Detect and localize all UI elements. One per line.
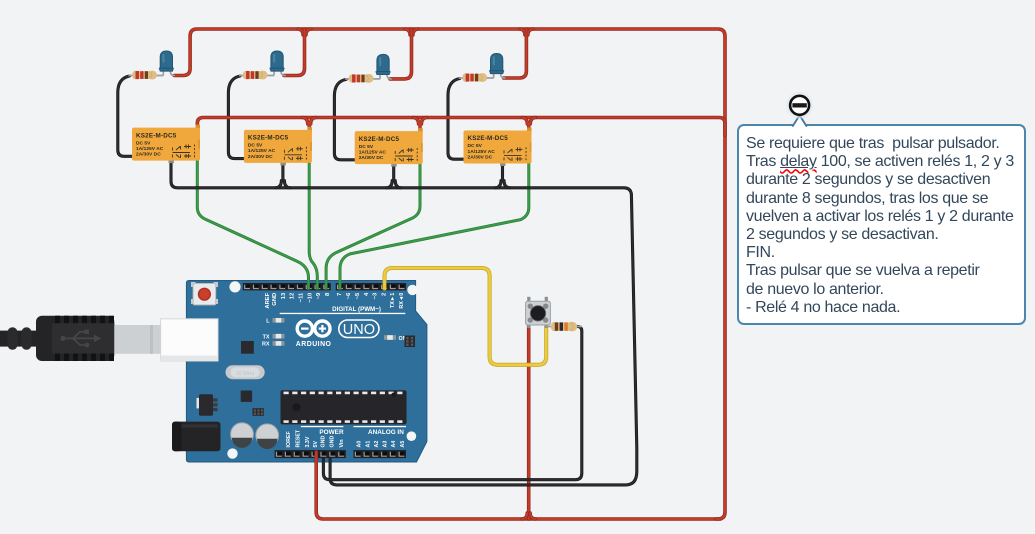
svg-text:16 MHz: 16 MHz [236,371,255,377]
svg-text:RX◄0: RX◄0 [399,293,405,309]
svg-text:A5: A5 [400,441,406,448]
svg-text:~9: ~9 [316,292,322,299]
svg-text:DC 5V: DC 5V [136,140,151,146]
svg-text:1A/125V AC: 1A/125V AC [248,148,276,154]
svg-text:1A/125V AC: 1A/125V AC [136,146,164,152]
svg-text:2A/30V DC: 2A/30V DC [248,154,273,160]
svg-text:Vin: Vin [339,439,345,447]
svg-text:DC 5V: DC 5V [468,143,483,149]
svg-text:A3: A3 [383,441,389,448]
svg-text:2A/30V DC: 2A/30V DC [359,155,384,161]
svg-text:POWER: POWER [319,429,344,436]
svg-text:A4: A4 [391,441,397,448]
svg-text:~5: ~5 [355,292,361,299]
svg-text:A2: A2 [374,441,380,448]
svg-text:GND: GND [329,436,335,448]
svg-text:IOREF: IOREF [286,431,292,448]
svg-text:ANALOG IN: ANALOG IN [368,429,404,436]
svg-text:A0: A0 [356,441,362,448]
svg-text:5V: 5V [313,441,319,448]
svg-text:DIGITAL (PWM~): DIGITAL (PWM~) [332,306,381,313]
svg-text:8: 8 [325,292,331,296]
svg-text:GND: GND [321,436,327,448]
svg-text:L: L [266,319,270,325]
svg-text:2: 2 [381,293,387,296]
svg-text:ARDUINO: ARDUINO [296,341,332,348]
svg-text:DC 5V: DC 5V [248,143,263,149]
svg-text:1A/125V AC: 1A/125V AC [468,149,496,155]
svg-text:ON: ON [399,336,407,342]
svg-text:RESET: RESET [295,429,301,447]
svg-text:2A/30V DC: 2A/30V DC [136,152,161,158]
svg-text:DC 5V: DC 5V [359,144,374,150]
svg-text:KS2E-M-DC5: KS2E-M-DC5 [248,135,289,142]
svg-text:~10: ~10 [307,293,313,303]
svg-text:~3: ~3 [373,292,379,299]
svg-text:RX: RX [262,342,270,348]
svg-text:4: 4 [364,292,370,296]
svg-text:AREF: AREF [265,292,271,308]
svg-text:12: 12 [290,293,296,299]
svg-text:1A/125V AC: 1A/125V AC [359,149,387,155]
svg-text:2A/30V DC: 2A/30V DC [468,154,493,160]
svg-text:3.3V: 3.3V [305,436,311,447]
svg-text:13: 13 [281,292,287,299]
svg-text:TX►1: TX►1 [390,293,396,308]
svg-text:~11: ~11 [299,292,305,302]
svg-text:A1: A1 [365,441,371,448]
svg-text:KS2E-M-DC5: KS2E-M-DC5 [468,135,509,142]
svg-text:7: 7 [337,293,343,296]
svg-text:KS2E-M-DC5: KS2E-M-DC5 [359,136,400,143]
svg-text:UNO: UNO [343,322,375,338]
svg-text:GND: GND [272,293,278,306]
svg-text:~6: ~6 [346,292,352,299]
svg-text:KS2E-M-DC5: KS2E-M-DC5 [136,132,177,139]
svg-text:TX: TX [263,335,270,341]
